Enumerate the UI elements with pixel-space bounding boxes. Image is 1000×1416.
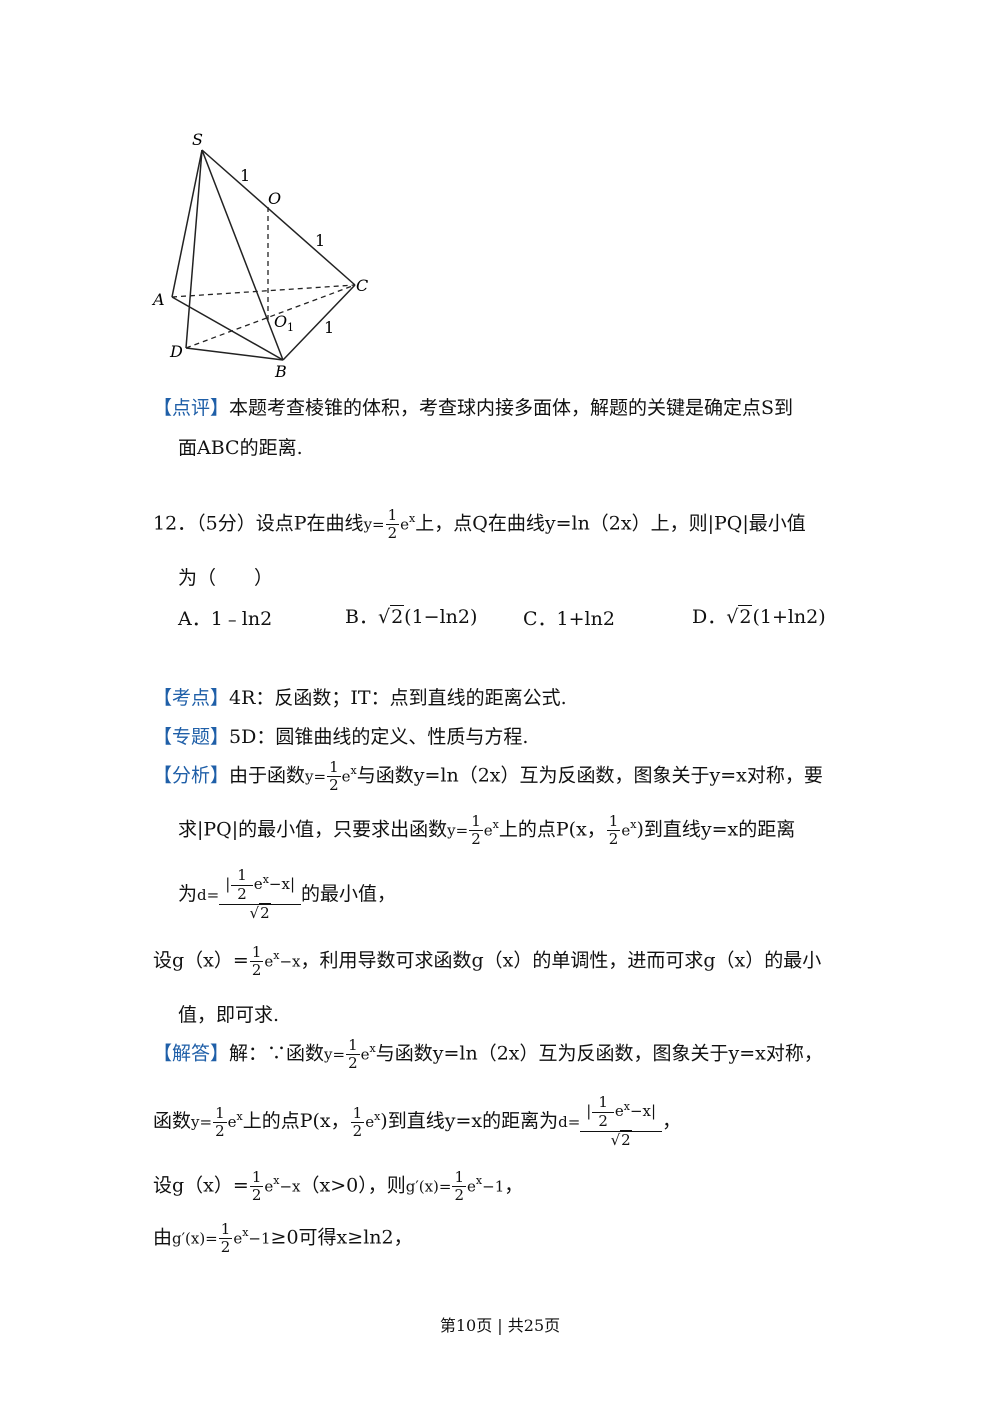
label-s: S	[192, 130, 203, 149]
option-c: C．1+ln2	[523, 608, 615, 630]
q12-mid: 上，点Q在曲线y=ln（2x）上，则|PQ|最小值	[415, 512, 806, 535]
review-line-1: 【点评】本题考查棱锥的体积，考查球内接多面体，解题的关键是确定点S到	[153, 393, 793, 420]
label-length-oc: 1	[315, 231, 325, 250]
label-o1: O	[274, 312, 287, 331]
kaodian-line: 【考点】4R：反函数；IT：点到直线的距离公式.	[153, 683, 567, 710]
review-line-2: 面ABC的距离.	[178, 437, 303, 459]
zhuanti-line: 【专题】5D：圆锥曲线的定义、性质与方程.	[153, 722, 528, 749]
sqrt-icon: √2	[610, 1130, 632, 1149]
kaodian-text: 4R：反函数；IT：点到直线的距离公式.	[229, 687, 567, 709]
option-d: D．√2(1+ln2)	[692, 602, 826, 629]
page-footer: 第10页 | 共25页	[439, 1316, 561, 1335]
review-tag: 【点评】	[153, 397, 230, 419]
fenxi-line-5: 值，即可求.	[178, 1004, 280, 1026]
option-d-label: D．	[692, 606, 727, 628]
option-a: A．1﹣ln2	[178, 608, 273, 630]
option-b-label: B．	[345, 606, 378, 628]
math-exp: x	[409, 512, 416, 526]
label-o1-sub: 1	[287, 321, 294, 334]
sqrt-icon: √2	[249, 903, 271, 922]
label-o: O	[268, 189, 281, 208]
option-b: B．√2(1−ln2)	[345, 602, 477, 629]
pyramid-figure: S O C A O 1 D B 1 1 1	[151, 130, 368, 381]
label-b: B	[274, 362, 287, 381]
jieda-tag: 【解答】	[153, 1042, 230, 1065]
label-d: D	[169, 342, 183, 361]
option-b-tail: (1−ln2)	[404, 606, 478, 628]
sqrt-icon: √2	[726, 605, 753, 628]
math-e: e	[400, 515, 410, 534]
label-a: A	[151, 290, 165, 309]
review-text-1: 本题考查棱锥的体积，考查球内接多面体，解题的关键是确定点S到	[229, 397, 794, 419]
zhuanti-tag: 【专题】	[153, 726, 230, 748]
kaodian-tag: 【考点】	[153, 687, 230, 709]
math-y-eq: y=	[363, 515, 385, 534]
sqrt-icon: √2	[377, 605, 405, 628]
option-d-tail: (1+ln2)	[752, 606, 826, 628]
label-length-so: 1	[240, 166, 250, 185]
zhuanti-text: 5D：圆锥曲线的定义、性质与方程.	[229, 726, 529, 748]
q12-line-2: 为（ ）	[178, 567, 274, 589]
label-length-bc: 1	[324, 318, 334, 337]
label-c: C	[356, 276, 368, 295]
fenxi-tag: 【分析】	[153, 764, 230, 787]
frac-den: 2	[387, 524, 398, 542]
frac-num: 1	[385, 506, 400, 525]
q12-prefix: 12．（5分）设点P在曲线	[153, 512, 364, 535]
